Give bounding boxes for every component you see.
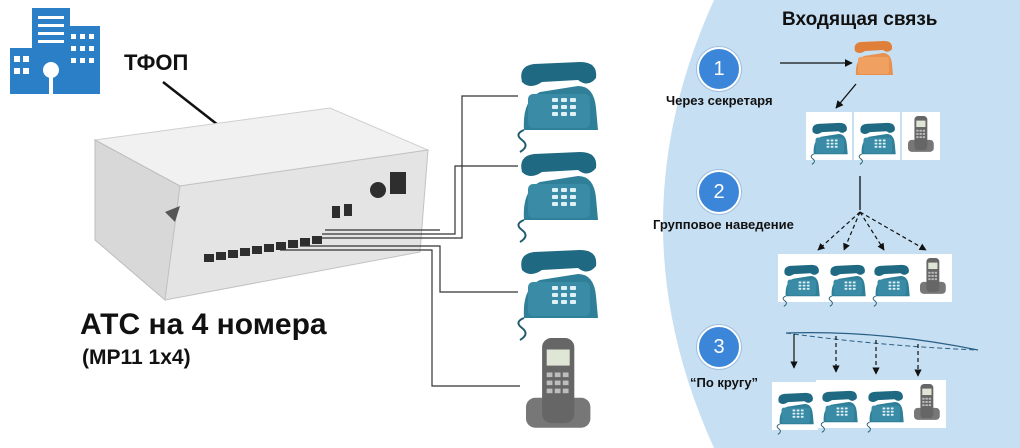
desk-phone-icon: [816, 380, 862, 432]
cordless-phone-icon: [902, 112, 940, 160]
step-label-round-robin: “По кругу”: [690, 375, 759, 390]
desk-phone-icon: [517, 61, 599, 153]
pstn-label: ТФОП: [124, 50, 189, 75]
building-icon: [10, 8, 100, 94]
pbx-title: АТС на 4 номера: [80, 308, 327, 341]
pbx-model: (MP11 1x4): [82, 346, 191, 369]
desk-phone-icon: [517, 151, 599, 243]
desk-phone-icon: [772, 382, 818, 434]
step-number-1: 1: [697, 47, 741, 91]
desk-phone-icon: [868, 254, 914, 306]
cordless-phone-icon: [908, 380, 946, 428]
desk-phone-icon: [806, 112, 852, 164]
incoming-title: Входящая связь: [782, 9, 938, 30]
secretary-phone-icon: [854, 41, 893, 75]
step-number-3: 3: [697, 325, 741, 369]
cordless-phone-icon: [526, 338, 591, 428]
step-number-2: 2: [697, 170, 741, 214]
step-label-group: Групповое наведение: [653, 217, 794, 232]
desk-phone-icon: [778, 254, 824, 306]
desk-phone-icon: [517, 249, 599, 341]
desk-phone-icon: [862, 380, 908, 432]
step-label-secretary: Через секретаря: [666, 93, 773, 108]
pbx-device-icon: [93, 107, 430, 301]
pbx-logo-mark: [165, 206, 180, 222]
desk-phone-icon: [854, 112, 900, 164]
cordless-phone-icon: [914, 254, 952, 302]
desk-phone-icon: [824, 254, 870, 306]
